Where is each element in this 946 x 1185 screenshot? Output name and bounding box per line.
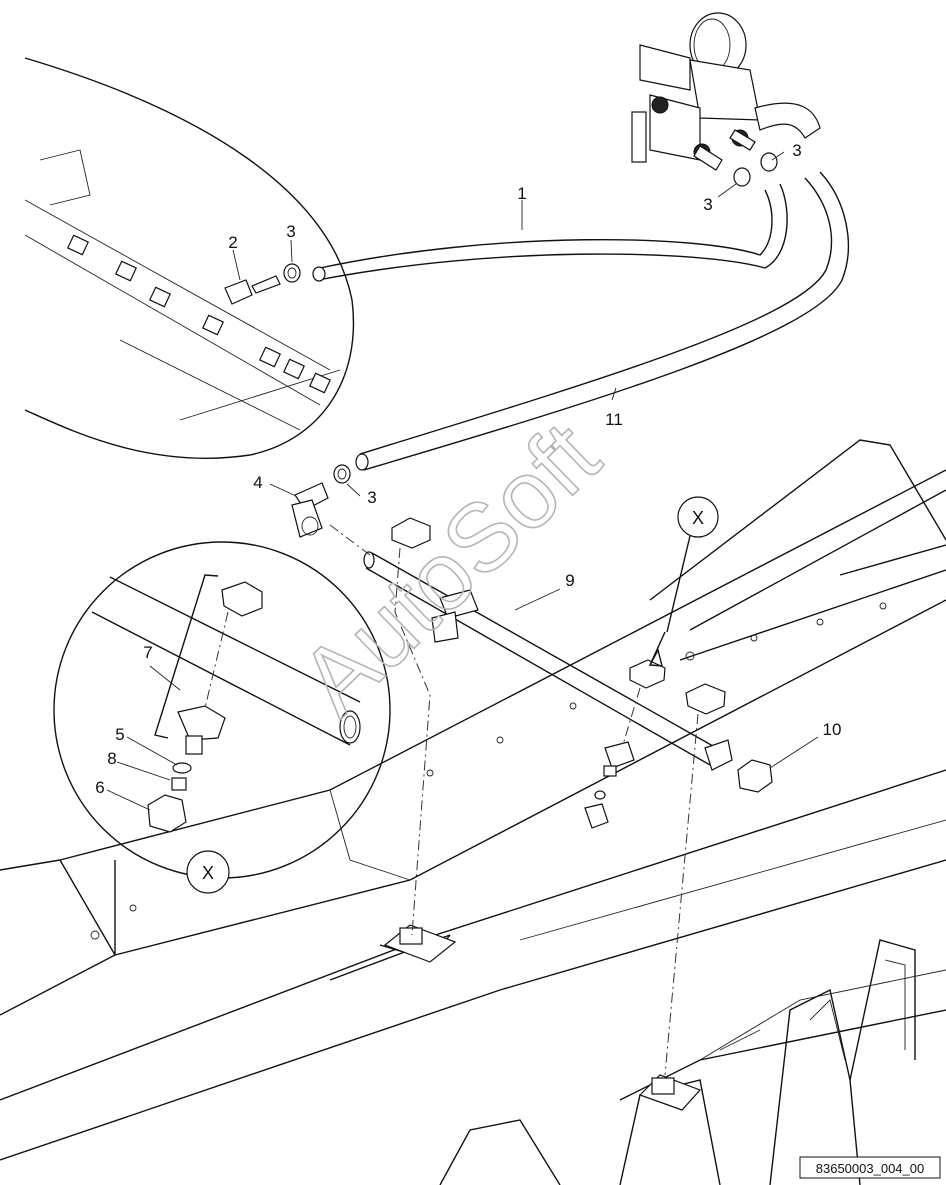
hose-1 <box>319 189 773 269</box>
callout-2: 2 <box>228 233 237 252</box>
svg-text:X: X <box>202 863 214 883</box>
boom-detail-view <box>24 57 355 459</box>
callout-3: 3 <box>286 222 295 241</box>
leader-lines <box>106 151 819 811</box>
boom-pipe-9 <box>329 524 733 771</box>
svg-text:83650003_004_00: 83650003_004_00 <box>816 1161 924 1176</box>
nozzle-detail-circle <box>53 541 391 879</box>
valve-assembly <box>631 12 821 187</box>
detail-ref-top: X <box>666 496 719 633</box>
hose-clamp-3 <box>333 464 351 484</box>
callout-4: 4 <box>253 473 262 492</box>
svg-text:X: X <box>692 508 704 528</box>
boom-nozzle-bodies <box>66 234 332 394</box>
callout-3: 3 <box>792 141 801 160</box>
mounting-clamps <box>391 517 726 1076</box>
end-cap-10 <box>737 759 773 793</box>
callout-3: 3 <box>367 488 376 507</box>
elbow-fitting-4 <box>291 482 329 538</box>
detail-ref-bottom: X <box>186 850 230 894</box>
callout-5: 5 <box>115 725 124 744</box>
callout-11: 11 <box>605 410 623 429</box>
callout-1: 1 <box>517 184 526 203</box>
callout-7: 7 <box>143 643 152 662</box>
callout-3: 3 <box>703 195 712 214</box>
machine-frame <box>0 439 946 1185</box>
figure-code: 83650003_004_00 <box>799 1156 941 1179</box>
callout-numbers: 1 2 3 3 3 3 4 5 6 7 8 9 10 11 <box>95 141 841 797</box>
hose-11 <box>359 177 833 455</box>
callout-6: 6 <box>95 778 104 797</box>
callout-10: 10 <box>823 720 842 739</box>
callout-9: 9 <box>565 571 574 590</box>
callout-8: 8 <box>107 749 116 768</box>
watermark-text: AutoSoft <box>280 402 619 735</box>
